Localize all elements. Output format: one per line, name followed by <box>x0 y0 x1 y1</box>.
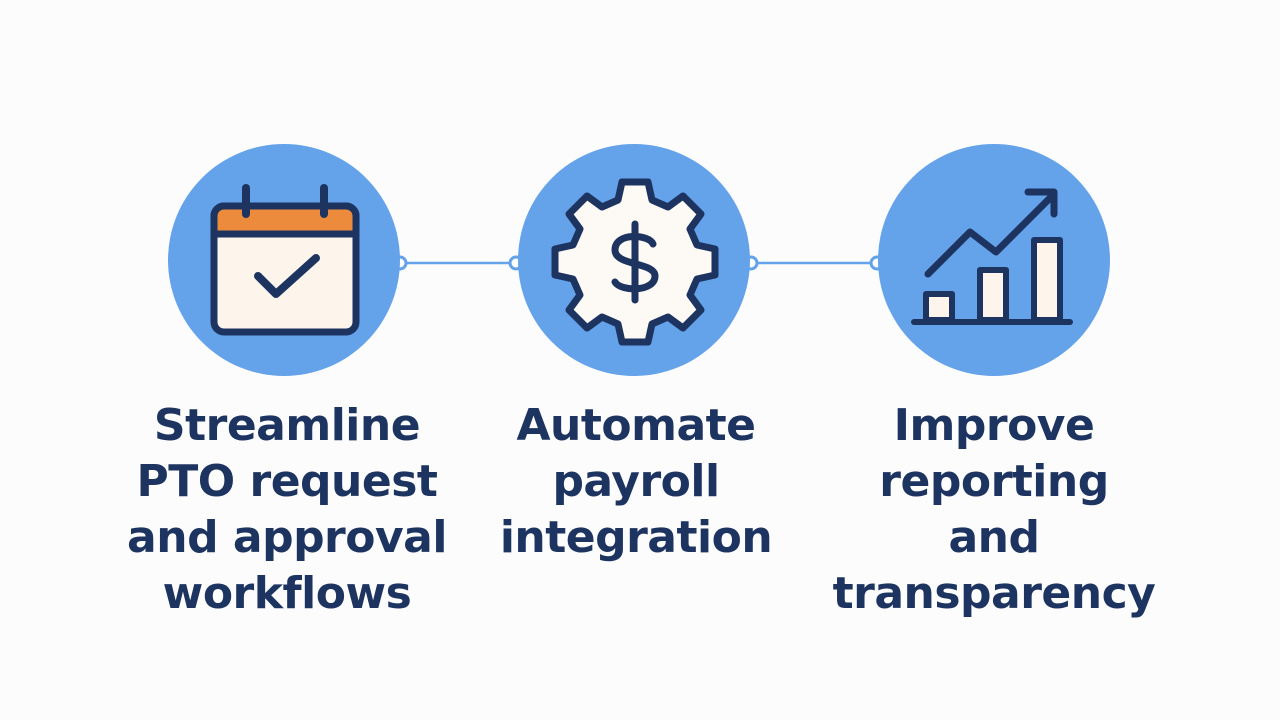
step-3-label-line: reporting <box>879 456 1109 507</box>
step-3-circle <box>878 144 1110 376</box>
step-3-label-line: transparency <box>832 568 1156 619</box>
step-1-label-line: PTO request <box>136 456 438 507</box>
step-1-circle <box>168 144 400 376</box>
step-1-label-line: Streamline <box>153 400 421 451</box>
bar-chart-trend-icon <box>911 188 1073 325</box>
step-2-label-line: Automate <box>516 400 756 451</box>
step-3-label-line: and <box>948 512 1040 563</box>
step-1-label-line: workflows <box>162 568 412 619</box>
step-2-label: Automate payroll integration <box>456 398 816 566</box>
step-1-label: Streamline PTO request and approval work… <box>107 398 467 622</box>
step-2-label-line: payroll <box>552 456 720 507</box>
step-3-label: Improve reporting and transparency <box>814 398 1174 622</box>
step-3-label-line: Improve <box>893 400 1095 451</box>
gear-dollar-icon <box>551 178 719 346</box>
step-2-label-line: integration <box>499 512 773 563</box>
calendar-check-icon <box>210 184 360 336</box>
step-1-label-line: and approval <box>127 512 447 563</box>
step-2-circle <box>518 144 750 376</box>
